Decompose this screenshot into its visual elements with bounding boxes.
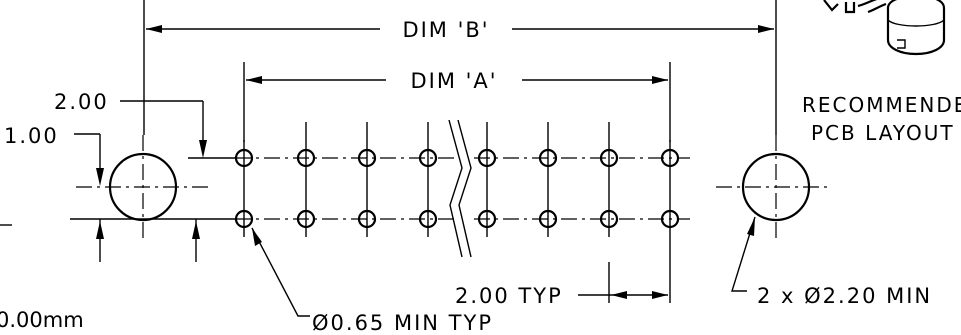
left-mounting-hole	[0, 135, 235, 262]
pitch-label: 2.00 TYP	[455, 284, 563, 308]
recommended-line-2: PCB LAYOUT	[811, 121, 955, 145]
break-symbol	[448, 119, 472, 258]
pin-column	[296, 122, 316, 237]
small-hole-callout: Ø0.65 MIN TYP	[251, 227, 493, 335]
small-hole-label: Ø0.65 MIN TYP	[312, 311, 493, 335]
pin-column	[660, 140, 680, 303]
large-hole-callout: 2 x Ø2.20 MIN	[731, 216, 932, 308]
units-label: 0.00mm	[0, 308, 84, 332]
recommended-note: RECOMMENDED PCB LAYOUT	[802, 93, 961, 145]
dim-b-dimension: DIM 'B'	[143, 0, 777, 135]
dim-b-label: DIM 'B'	[402, 18, 489, 42]
recommended-line-1: RECOMMENDED	[802, 93, 961, 117]
pin-column	[477, 122, 497, 237]
pin-field	[188, 119, 690, 303]
pin-column	[599, 122, 619, 237]
right-mounting-hole	[716, 135, 830, 240]
pin-column	[538, 122, 558, 237]
pin-column	[418, 122, 438, 237]
left-dimension-leaders: 2.00 1.00	[4, 90, 207, 186]
pitch-dimension: 2.00 TYP	[455, 262, 668, 308]
dim-a-dimension: DIM 'A'	[243, 62, 671, 142]
dim-a-label: DIM 'A'	[410, 69, 497, 93]
dim-2-00-label: 2.00	[54, 90, 109, 114]
connector-sketch-icon	[823, 0, 946, 56]
pin-column	[357, 122, 377, 237]
pin-column	[234, 140, 254, 237]
large-hole-label: 2 x Ø2.20 MIN	[757, 284, 932, 308]
dim-1-00-label: 1.00	[4, 124, 59, 148]
